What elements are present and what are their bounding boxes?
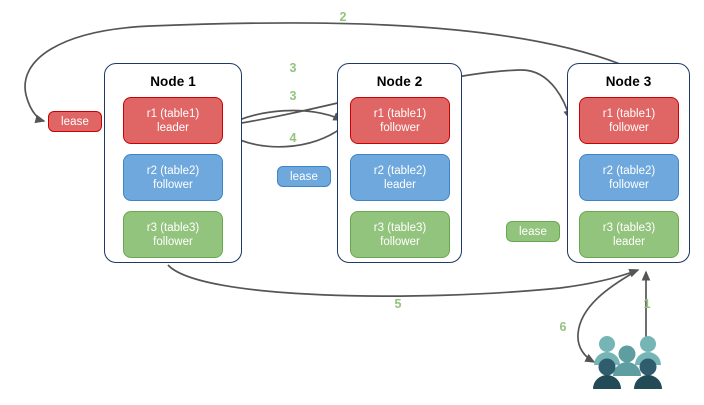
replica-r2[interactable]: r2 (table2) follower (579, 154, 679, 201)
step-label-4: 4 (289, 131, 297, 145)
node-box-node1[interactable]: Node 1 r1 (table1) leader r2 (table2) fo… (104, 63, 242, 263)
replica-role: follower (153, 178, 193, 191)
replica-name: r2 (table2) (373, 164, 427, 177)
replica-r2[interactable]: r2 (table2) leader (350, 154, 450, 201)
replica-role: leader (384, 178, 416, 191)
lease-label: lease (290, 170, 318, 183)
node-title: Node 3 (605, 74, 652, 89)
replica-r2[interactable]: r2 (table2) follower (123, 154, 223, 201)
replica-role: leader (613, 235, 645, 248)
node-box-node2[interactable]: Node 2 r1 (table1) follower r2 (table2) … (337, 63, 462, 263)
replica-r3[interactable]: r3 (table3) follower (350, 211, 450, 258)
replica-name: r3 (table3) (602, 221, 656, 234)
replica-name: r3 (table3) (373, 221, 427, 234)
step-label-1: 1 (643, 297, 651, 311)
lease-badge-r2[interactable]: lease (277, 166, 331, 187)
replica-r3[interactable]: r3 (table3) follower (123, 211, 223, 258)
replica-r1[interactable]: r1 (table1) follower (579, 97, 679, 144)
replica-role: follower (609, 121, 649, 134)
users-icon (593, 336, 662, 389)
node-title: Node 1 (150, 74, 196, 89)
replica-name: r3 (table3) (146, 221, 200, 234)
node-box-node3[interactable]: Node 3 r1 (table1) follower r2 (table2) … (567, 63, 690, 263)
step-label-6: 6 (559, 320, 567, 334)
replica-name: r1 (table1) (146, 107, 200, 120)
step-label-2: 2 (339, 10, 347, 24)
replica-role: follower (609, 178, 649, 191)
replica-r1[interactable]: r1 (table1) leader (123, 97, 223, 144)
replica-role: leader (157, 121, 189, 134)
replica-name: r2 (table2) (146, 164, 200, 177)
replica-r1[interactable]: r1 (table1) follower (350, 97, 450, 144)
step-label-3-upper: 3 (289, 61, 297, 75)
edge-step-5 (167, 264, 640, 297)
node-title: Node 2 (376, 74, 423, 89)
lease-badge-r1[interactable]: lease (48, 111, 102, 132)
replica-name: r1 (table1) (602, 107, 656, 120)
step-label-3-lower: 3 (289, 89, 297, 103)
replica-name: r1 (table1) (373, 107, 427, 120)
replica-role: follower (153, 235, 193, 248)
replica-r3[interactable]: r3 (table3) leader (579, 211, 679, 258)
lease-label: lease (61, 115, 89, 128)
replica-name: r2 (table2) (602, 164, 656, 177)
lease-badge-r3[interactable]: lease (506, 221, 560, 242)
replica-role: follower (380, 235, 420, 248)
lease-label: lease (519, 225, 547, 238)
step-label-5: 5 (394, 297, 402, 311)
replica-role: follower (380, 121, 420, 134)
